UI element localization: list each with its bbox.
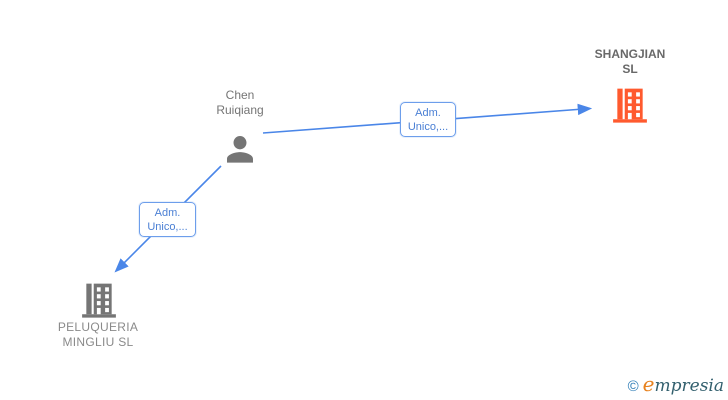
brand-rest: mpresia: [654, 376, 725, 396]
company-related-node-label: PELUQUERIA MINGLIU SL: [57, 320, 139, 349]
brand-wordmark: empresia: [643, 372, 724, 396]
building-icon: [80, 281, 118, 324]
brand-initial: e: [642, 372, 655, 396]
person-node[interactable]: [221, 129, 259, 169]
company-main-node-label: SHANGJIAN SL: [594, 47, 666, 76]
edge-badge-shangjian[interactable]: Adm. Unico,...: [400, 102, 456, 137]
person-icon: [221, 129, 259, 174]
edge-badge-peluqueria[interactable]: Adm. Unico,...: [139, 202, 196, 237]
empresia-watermark-logo: © empresia: [628, 372, 724, 396]
building-icon-highlighted: [611, 86, 649, 129]
person-node-label: Chen Ruiqiang: [216, 88, 264, 117]
company-related-node[interactable]: [80, 281, 118, 319]
company-main-node[interactable]: [611, 86, 649, 124]
copyright-icon: ©: [627, 378, 639, 395]
